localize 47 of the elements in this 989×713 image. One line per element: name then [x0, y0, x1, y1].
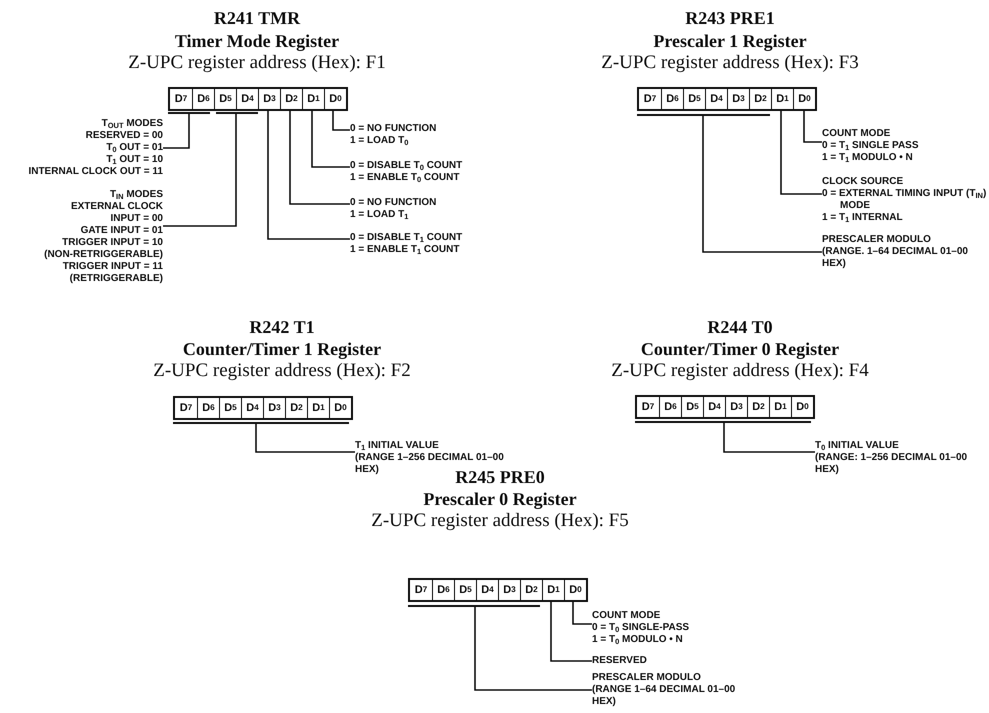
bit-field-description: T$_{IN}$ MODES EXTERNAL CLOCK INPUT = 00 GATE INPUT = 01 TRIGGER INPUT = 10 (NON-RETRIGGERABLE) TRIGGER INPUT = 11 (RETRIGGERABLE): [44, 189, 163, 285]
register-heading: R241 TMR: [214, 9, 300, 29]
register-heading: Prescaler 1 Register: [653, 32, 807, 52]
register-heading: R243 PRE1: [685, 9, 775, 29]
register-heading: R244 T0: [707, 318, 773, 338]
register-address-text: Z-UPC register address (Hex): F3: [601, 53, 859, 74]
leader-line: [332, 109, 350, 131]
register-heading: R242 T1: [249, 318, 315, 338]
register-box: [408, 578, 588, 602]
leader-line: [289, 109, 350, 205]
bit-field-description: 0 = DISABLE T$_{1}$ COUNT 1 = ENABLE T$_{1}$ COUNT: [350, 232, 462, 256]
register-address-text: Z-UPC register address (Hex): F4: [611, 361, 869, 382]
leader-line: [572, 600, 592, 625]
register-heading: Prescaler 0 Register: [423, 490, 577, 510]
register-box: [637, 87, 817, 111]
bit-field-description: CLOCK SOURCE 0 = EXTERNAL TIMING INPUT (T$_{IN}$) MODE 1 = T$_{1}$ INTERNAL: [822, 176, 989, 224]
leader-line: [780, 109, 822, 195]
leader-line: [163, 114, 237, 227]
bit-field-description: COUNT MODE 0 = T$_{1}$ SINGLE PASS 1 = T$_{1}$ MODULO • N: [822, 128, 919, 164]
register-heading: Timer Mode Register: [174, 32, 340, 52]
register-heading: R245 PRE0: [455, 468, 545, 488]
leader-line: [163, 114, 190, 149]
bit-field-description: T$_{0}$ INITIAL VALUE (RANGE: 1–256 DECIMAL 01–00 HEX): [815, 440, 970, 476]
leader-line: [474, 607, 592, 691]
register-box: [635, 395, 815, 419]
leader-line: [267, 109, 350, 240]
bit-field-description: 0 = DISABLE T$_{0}$ COUNT 1 = ENABLE T$_{0}$ COUNT: [350, 160, 462, 184]
register-heading: Counter/Timer 1 Register: [182, 340, 382, 360]
register-heading: Counter/Timer 0 Register: [640, 340, 840, 360]
bit-field-description: COUNT MODE 0 = T$_{0}$ SINGLE-PASS 1 = T$_{0}$ MODULO • N: [592, 610, 690, 646]
register-address-text: Z-UPC register address (Hex): F2: [153, 361, 411, 382]
bit-field-description: PRESCALER MODULO (RANGE 1–64 DECIMAL 01–00 HEX): [592, 672, 742, 708]
bit-field-description: T$_{OUT}$ MODES RESERVED = 00 T$_{0}$ OUT = 01 T$_{1}$ OUT = 10 INTERNAL CLOCK OUT = 11: [28, 118, 163, 178]
register-address-text: Z-UPC register address (Hex): F1: [128, 53, 386, 74]
bit-field-description: 0 = NO FUNCTION 1 = LOAD T$_{1}$: [350, 197, 436, 221]
leader-line: [311, 109, 350, 168]
leader-line: [550, 600, 592, 662]
leader-line: [803, 109, 822, 143]
leader-line: [723, 423, 815, 453]
bit-field-description: PRESCALER MODULO (RANGE. 1–64 DECIMAL 01–00 HEX): [822, 234, 972, 270]
register-address-text: Z-UPC register address (Hex): F5: [371, 511, 629, 532]
register-box: [173, 396, 353, 420]
register-box: [168, 87, 348, 111]
leader-line: [702, 116, 822, 253]
bit-field-description: 0 = NO FUNCTION 1 = LOAD T$_{0}$: [350, 123, 436, 147]
bit-field-description: RESERVED: [592, 655, 647, 667]
leader-line: [255, 424, 355, 453]
